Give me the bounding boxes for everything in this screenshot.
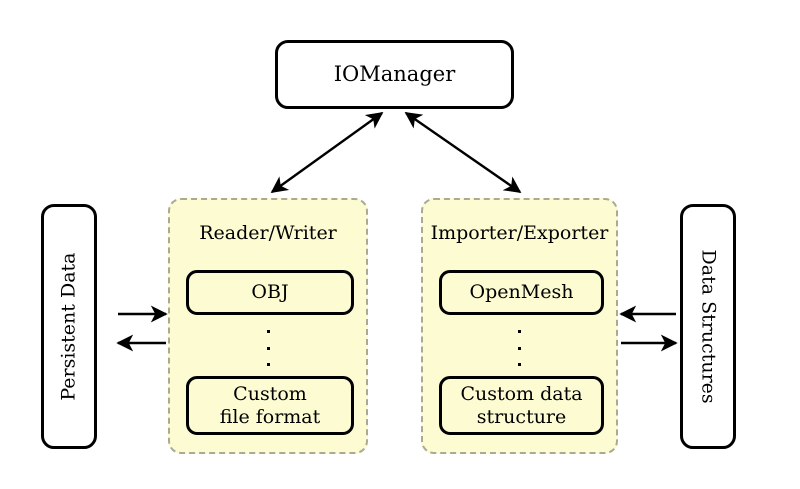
reader-writer-ellipsis [170, 330, 366, 366]
io-manager-node[interactable]: IOManager [275, 40, 514, 109]
item-custom-data-structure-line2: structure [476, 405, 567, 428]
item-obj[interactable]: OBJ [186, 270, 354, 315]
item-custom-data-structure[interactable]: Custom data structure [439, 376, 604, 435]
ellipsis-dot [266, 330, 270, 333]
ellipsis-dot [266, 363, 270, 366]
item-custom-file-format-line2: file format [219, 405, 321, 428]
group-importer-exporter[interactable]: Importer/Exporter OpenMesh Custom data s… [421, 198, 618, 454]
ellipsis-dot [266, 346, 270, 350]
io-manager-label: IOManager [333, 61, 456, 86]
data-structures-label: Data Structures [697, 249, 720, 404]
edge-manager-importer-exporter [404, 112, 522, 193]
ellipsis-dot [518, 330, 521, 333]
persistent-data-label: Persistent Data [57, 252, 80, 401]
persistent-data-node[interactable]: Persistent Data [41, 204, 97, 449]
group-reader-writer[interactable]: Reader/Writer OBJ Custom file format [168, 198, 368, 454]
item-obj-label: OBJ [251, 281, 289, 304]
item-openmesh[interactable]: OpenMesh [439, 270, 604, 315]
item-custom-file-format-line1: Custom [233, 382, 307, 405]
item-custom-data-structure-label: Custom data structure [460, 383, 582, 429]
edge-manager-reader-writer [270, 112, 384, 193]
item-custom-file-format-label: Custom file format [220, 383, 321, 429]
importer-exporter-ellipsis [423, 330, 616, 366]
item-openmesh-label: OpenMesh [469, 281, 574, 304]
data-structures-node[interactable]: Data Structures [680, 204, 736, 449]
group-importer-exporter-title: Importer/Exporter [430, 222, 609, 244]
group-reader-writer-title: Reader/Writer [199, 222, 337, 244]
item-custom-data-structure-line1: Custom data [460, 382, 583, 405]
ellipsis-dot [518, 346, 521, 350]
ellipsis-dot [518, 363, 521, 366]
item-custom-file-format[interactable]: Custom file format [186, 376, 354, 435]
